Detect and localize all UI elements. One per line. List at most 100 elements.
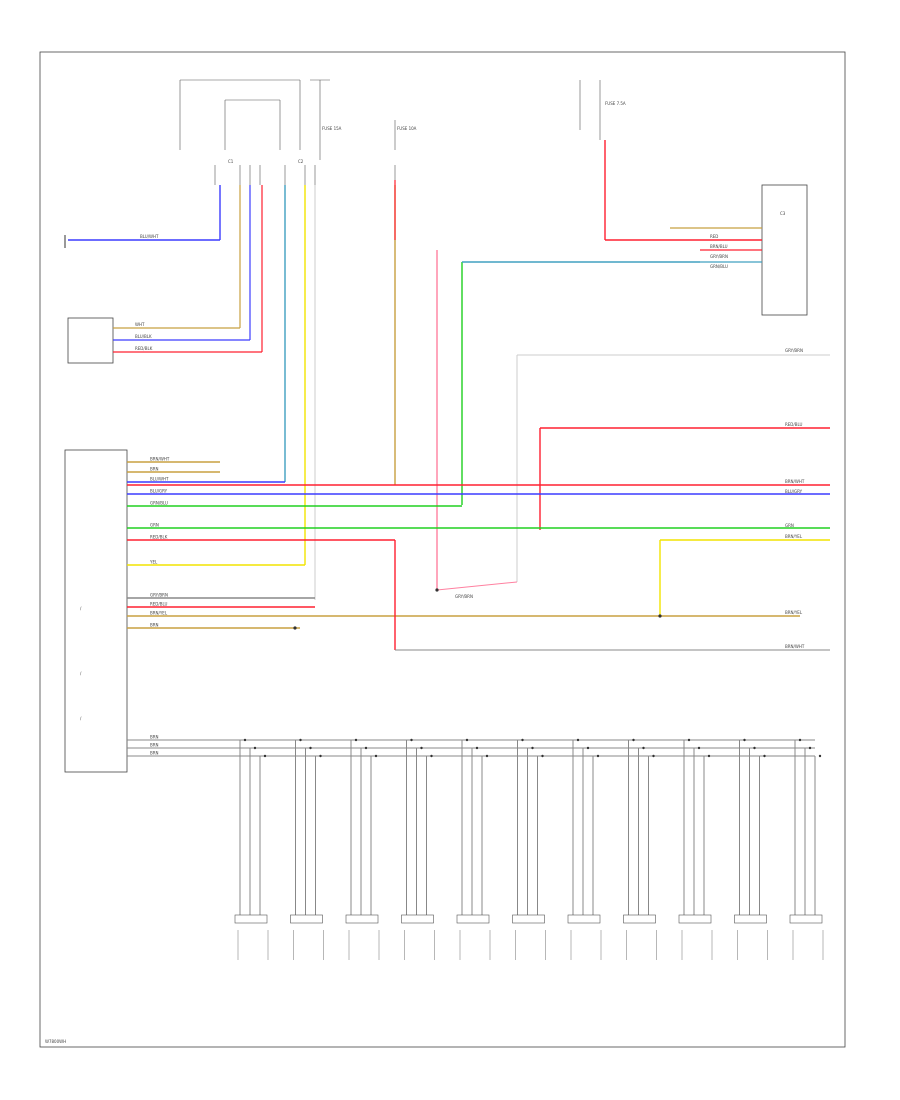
actuator-4-tap-1	[410, 738, 413, 742]
actuator-7-tap-3	[596, 754, 600, 758]
ground-wire-label: BLU/WHT	[140, 234, 159, 239]
actuator-3-bracket	[348, 930, 380, 960]
actuator-2	[290, 738, 324, 960]
actuator-10	[734, 738, 768, 960]
pressure-wire-label-3: RED/BLK	[135, 346, 153, 351]
actuator-2-tap-2	[309, 746, 312, 750]
actuator-9-bracket	[681, 930, 713, 960]
actuator-10-connector	[734, 914, 767, 924]
actuator-2-bracket	[293, 930, 324, 960]
actuator-9-tap-1	[687, 738, 691, 742]
diagram-code: W7800WH	[45, 1039, 66, 1044]
controller-wire-label-11: BRN/YEL	[150, 611, 168, 616]
controller-wire-label-8: YEL	[149, 560, 158, 565]
actuator-7-tap-1	[576, 738, 580, 742]
right-wire-labels: GRY/BRN RED/BLU BRN/WHT BLU/GRY GRN BRN/YEL BR…	[785, 348, 805, 649]
actuator-row	[234, 738, 824, 960]
actuator-11-connector	[789, 914, 823, 924]
actuator-3	[345, 738, 380, 960]
sensor-wire-2: BRN/BLU	[710, 244, 728, 249]
actuator-7-tap-2	[586, 746, 590, 750]
right-wire-label-3: BRN/WHT	[785, 479, 805, 484]
splice-dot-2	[658, 614, 662, 618]
actuator-11-tap-1	[798, 738, 802, 742]
actuator-5-bracket	[459, 930, 491, 960]
actuator-5-tap-3	[485, 754, 489, 758]
actuator-10-tap-2	[753, 746, 756, 750]
actuator-9	[678, 738, 713, 960]
splice-dot-1	[435, 588, 439, 592]
actuator-7-connector	[567, 914, 601, 924]
controller-wire-label-4: BLU/GRY	[150, 489, 168, 494]
controller-wire-label-6: GRN	[150, 523, 159, 528]
actuator-4-bracket	[404, 930, 435, 960]
actuator-6-connector	[512, 914, 545, 924]
mid-wire-label: GRY/BRN	[455, 594, 473, 599]
sensor-wire-3: GRY/BRN	[710, 254, 728, 259]
actuator-5	[456, 738, 491, 960]
actuator-3-connector	[345, 914, 379, 924]
actuator-8-tap-1	[632, 738, 635, 742]
actuator-5-tap-2	[475, 746, 479, 750]
right-wire-label-4: BLU/GRY	[785, 489, 803, 494]
right-wire-label-1: GRY/BRN	[785, 348, 803, 353]
controller-switch-2: /	[80, 671, 82, 676]
right-wire-label-2: RED/BLU	[785, 422, 803, 427]
actuator-7-bracket	[570, 930, 602, 960]
right-wire-label-5: GRN	[785, 523, 794, 528]
connector-label-c2: C2	[298, 159, 304, 164]
ground-wire-assembly: BLU/WHT	[64, 185, 221, 248]
pressure-wire-label-2: BLU/BLK	[135, 334, 152, 339]
fuse-label-3: FUSE 7.5A	[605, 101, 626, 106]
actuator-5-connector	[456, 914, 490, 924]
actuator-11-tap-3	[818, 754, 822, 758]
actuator-10-bracket	[737, 930, 768, 960]
actuator-11-bracket	[792, 930, 824, 960]
actuator-2-tap-1	[299, 738, 302, 742]
controller-wire-label-5: GRN/BLU	[150, 501, 168, 506]
fuse-label-1: FUSE 15A	[322, 126, 342, 131]
actuator-11	[789, 738, 824, 960]
actuator-4	[401, 738, 435, 960]
actuator-10-tap-3	[763, 754, 766, 758]
actuator-3-tap-2	[364, 746, 368, 750]
actuator-1	[234, 738, 269, 960]
pink-link	[436, 581, 518, 591]
controller-wire-label-12: BRN	[150, 623, 159, 628]
actuator-1-bracket	[237, 930, 269, 960]
right-wire-label-7: BRN/YEL	[785, 610, 803, 615]
controller-wire-label-7: RED/BLK	[150, 535, 168, 540]
controller-wire-label-3: BLU/WHT	[150, 477, 169, 482]
actuator-7	[567, 738, 602, 960]
actuator-4-connector	[401, 914, 434, 924]
actuator-1-connector	[234, 914, 268, 924]
actuator-6-bracket	[515, 930, 546, 960]
actuator-9-tap-3	[707, 754, 711, 758]
actuator-6-tap-1	[521, 738, 524, 742]
right-sensor: C3 RED BRN/BLU GRY/BRN GRN/BLU	[604, 140, 808, 316]
diagram-frame	[39, 51, 846, 1048]
splice-dot-3	[293, 626, 297, 630]
actuator-6-tap-3	[541, 754, 544, 758]
controller-wire-bundle: BRN/WHT BRN BLU/WHT BLU/GRY GRN/BLU GRN RED/BL…	[127, 457, 830, 651]
controller-wire-label-2: BRN	[150, 467, 159, 472]
actuator-2-connector	[290, 914, 323, 924]
actuator-9-tap-2	[697, 746, 701, 750]
fuse-label-2: FUSE 10A	[397, 126, 417, 131]
actuator-6	[512, 738, 546, 960]
actuator-9-connector	[678, 914, 712, 924]
controller-switch-3: /	[80, 716, 82, 721]
right-wire-label-8: BRN/WHT	[785, 644, 805, 649]
actuator-4-tap-3	[430, 754, 433, 758]
actuator-8-connector	[623, 914, 656, 924]
bus-wire-label-2: BRN	[150, 743, 159, 748]
controller-switch-1: /	[80, 606, 82, 611]
controller-wire-label-9: GRY/BRN	[150, 593, 168, 598]
right-connector-label: C3	[780, 211, 786, 216]
actuator-1-tap-2	[253, 746, 257, 750]
actuator-3-tap-1	[354, 738, 358, 742]
pressure-wire-label-1: WHT	[135, 322, 145, 327]
vertical-feed-wires	[284, 180, 830, 600]
